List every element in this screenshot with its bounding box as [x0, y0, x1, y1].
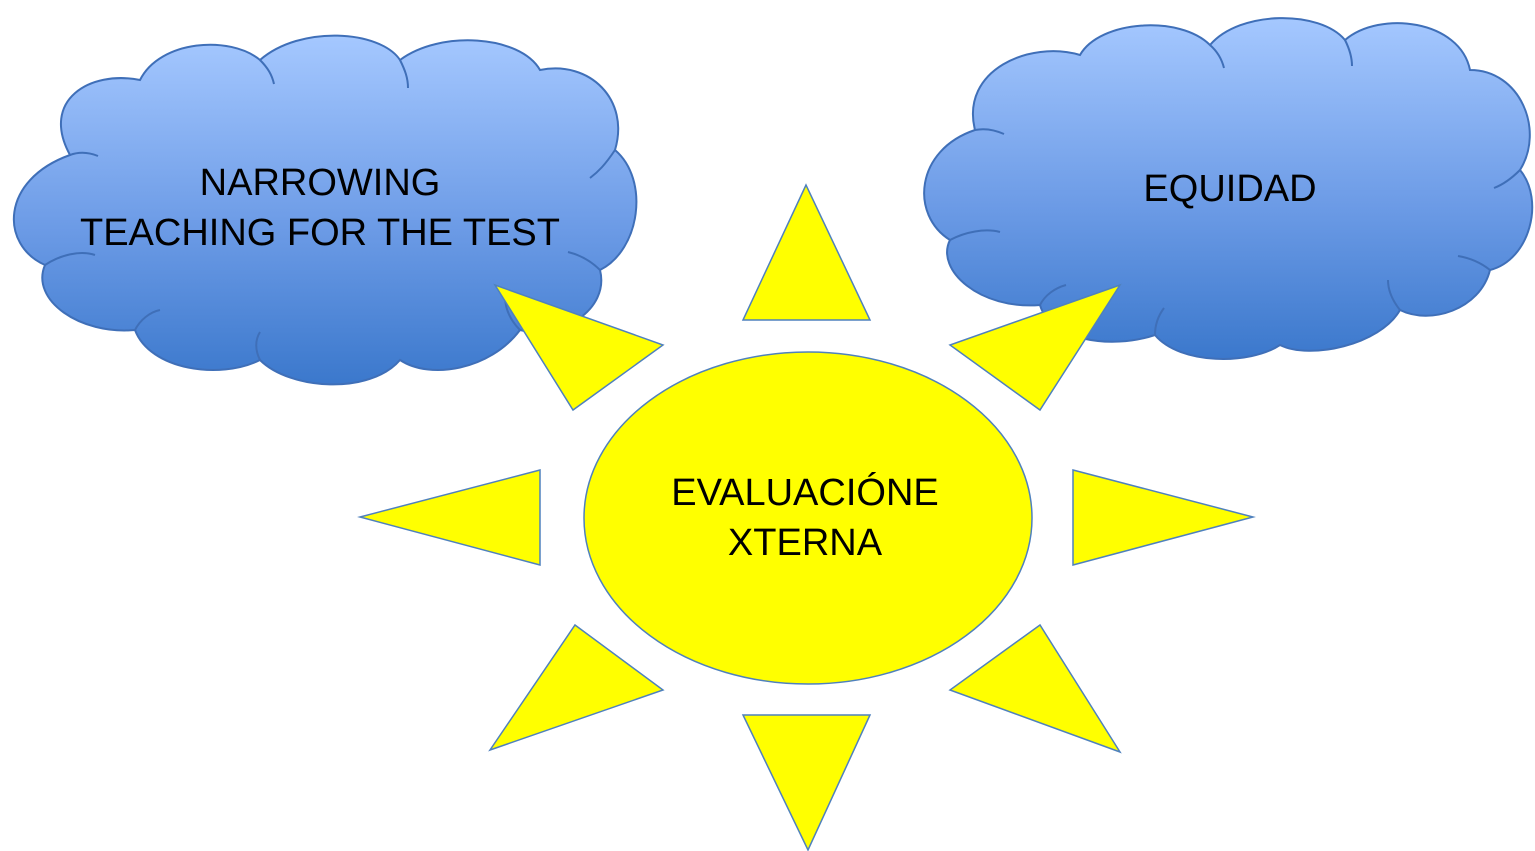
ray-left [357, 469, 541, 566]
ray-top-left [493, 283, 665, 412]
cloud-left [12, 34, 638, 386]
cloud-right-label: EQUIDAD [1060, 164, 1400, 214]
ray-bottom-left [488, 623, 665, 752]
sun-rays [357, 183, 1256, 851]
cloud-right [923, 17, 1534, 360]
cloud-left-line2: TEACHING FOR THE TEST [80, 212, 560, 254]
ray-top-right [948, 283, 1122, 412]
cloud-left-label: NARROWING TEACHING FOR THE TEST [60, 158, 580, 258]
cloud-right-line1: EQUIDAD [1143, 168, 1317, 210]
ray-top [741, 183, 872, 321]
ray-bottom-right [948, 623, 1122, 754]
ray-right [1072, 469, 1256, 566]
sun-label-line2: XTERNA [727, 522, 883, 564]
sun-label-line1: EVALUACIÓNE [671, 472, 939, 514]
ray-bottom [741, 714, 872, 851]
sun-body [583, 351, 1033, 685]
sun-label: EVALUACIÓNE XTERNA [600, 468, 1010, 568]
cloud-left-line1: NARROWING [199, 162, 441, 204]
